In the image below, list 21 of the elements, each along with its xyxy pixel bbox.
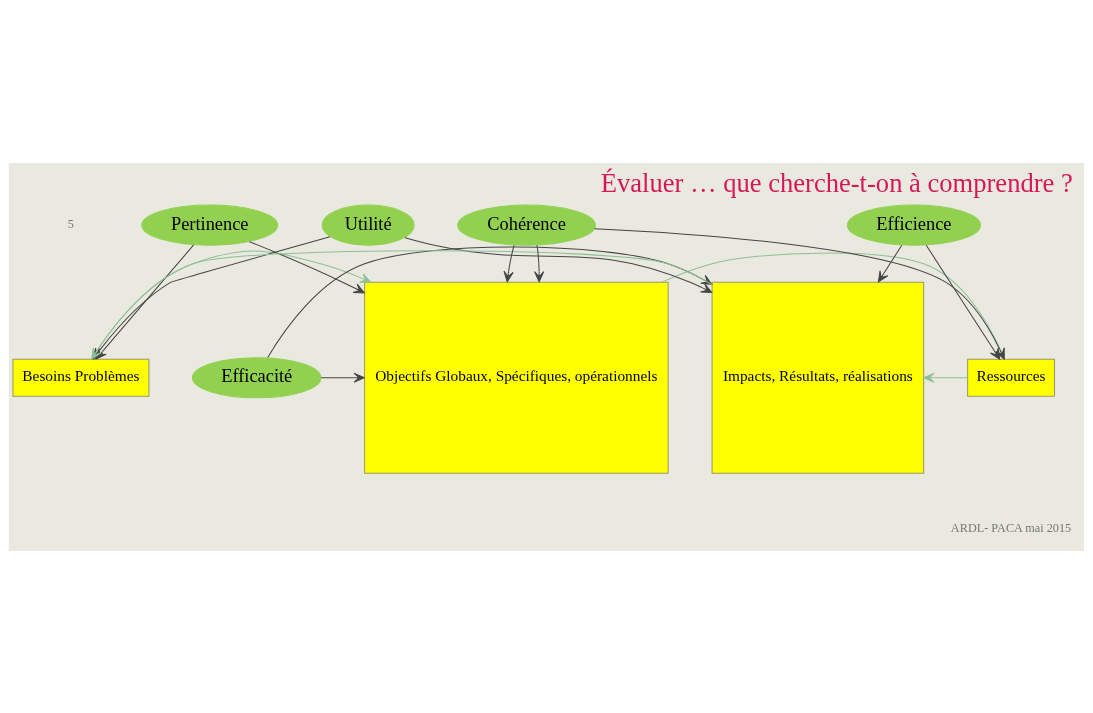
- node-ellipse: Utilité: [321, 204, 415, 246]
- node-ellipse: Efficacité: [191, 356, 322, 398]
- label: 5: [67, 216, 74, 231]
- arrow: [925, 244, 1001, 360]
- label: ARDL- PACA mai 2015: [950, 520, 1072, 535]
- diagram-title: Évaluer … que cherche-t-on à comprendre ?: [600, 167, 1073, 198]
- node-ellipse: Cohérence: [457, 204, 596, 246]
- node-box: Impacts, Résultats, réalisations: [711, 281, 925, 474]
- arrow: [661, 252, 1005, 360]
- arrow: [248, 240, 365, 293]
- node-ellipse: Pertinence: [141, 204, 279, 246]
- node-box: Objectifs Globaux, Spécifiques, opérationnels: [364, 281, 669, 474]
- arrow: [534, 244, 545, 282]
- node-box: Besoins Problèmes: [12, 358, 150, 397]
- arrow: [877, 244, 903, 282]
- arrow: [503, 244, 515, 282]
- node-ellipse: Efficience: [846, 204, 981, 246]
- node-box: Ressources: [967, 358, 1055, 397]
- arrow: [320, 372, 365, 383]
- arrow: [594, 227, 1005, 360]
- arrow: [923, 372, 968, 383]
